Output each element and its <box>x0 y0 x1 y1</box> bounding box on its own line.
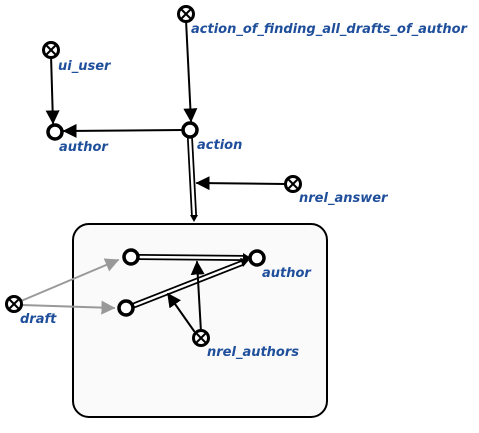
edge-nrel-authors-to-arc-1[interactable] <box>190 260 205 333</box>
edge-ui-user-to-author[interactable] <box>45 54 60 125</box>
edge-nrel-authors-to-arc-2[interactable] <box>167 292 195 332</box>
node-nrel-answer[interactable] <box>284 175 302 193</box>
label-nrel-authors: nrel_authors <box>207 345 299 360</box>
label-action: action <box>197 138 242 153</box>
label-author-top: author <box>59 140 109 155</box>
node-draft-element[interactable] <box>122 248 140 266</box>
edge-second-element-to-author[interactable] <box>132 258 249 308</box>
node-second-element[interactable] <box>117 299 135 317</box>
label-draft: draft <box>20 312 57 327</box>
edges <box>20 19 286 333</box>
label-ui-user: ui_user <box>58 59 112 74</box>
label-action-class: action_of_finding_all_drafts_of_author <box>191 22 469 37</box>
label-nrel-answer: nrel_answer <box>299 191 389 206</box>
node-draft[interactable] <box>5 295 23 313</box>
edge-nrel-answer-to-arc[interactable] <box>195 176 286 191</box>
edge-action-to-author[interactable] <box>62 123 184 138</box>
node-author-inner[interactable] <box>248 249 266 267</box>
label-author-inner: author <box>262 266 312 281</box>
node-action[interactable] <box>181 121 199 139</box>
node-action-class[interactable] <box>177 5 195 23</box>
edge-draft-to-element-1[interactable] <box>20 258 120 302</box>
node-ui-user[interactable] <box>42 41 60 59</box>
edge-action-to-structure[interactable] <box>187 136 198 222</box>
node-nrel-authors[interactable] <box>192 329 210 347</box>
edge-draft-to-element-2[interactable] <box>21 300 116 315</box>
edge-action-class-to-action[interactable] <box>183 19 198 123</box>
node-author-top[interactable] <box>46 123 64 141</box>
